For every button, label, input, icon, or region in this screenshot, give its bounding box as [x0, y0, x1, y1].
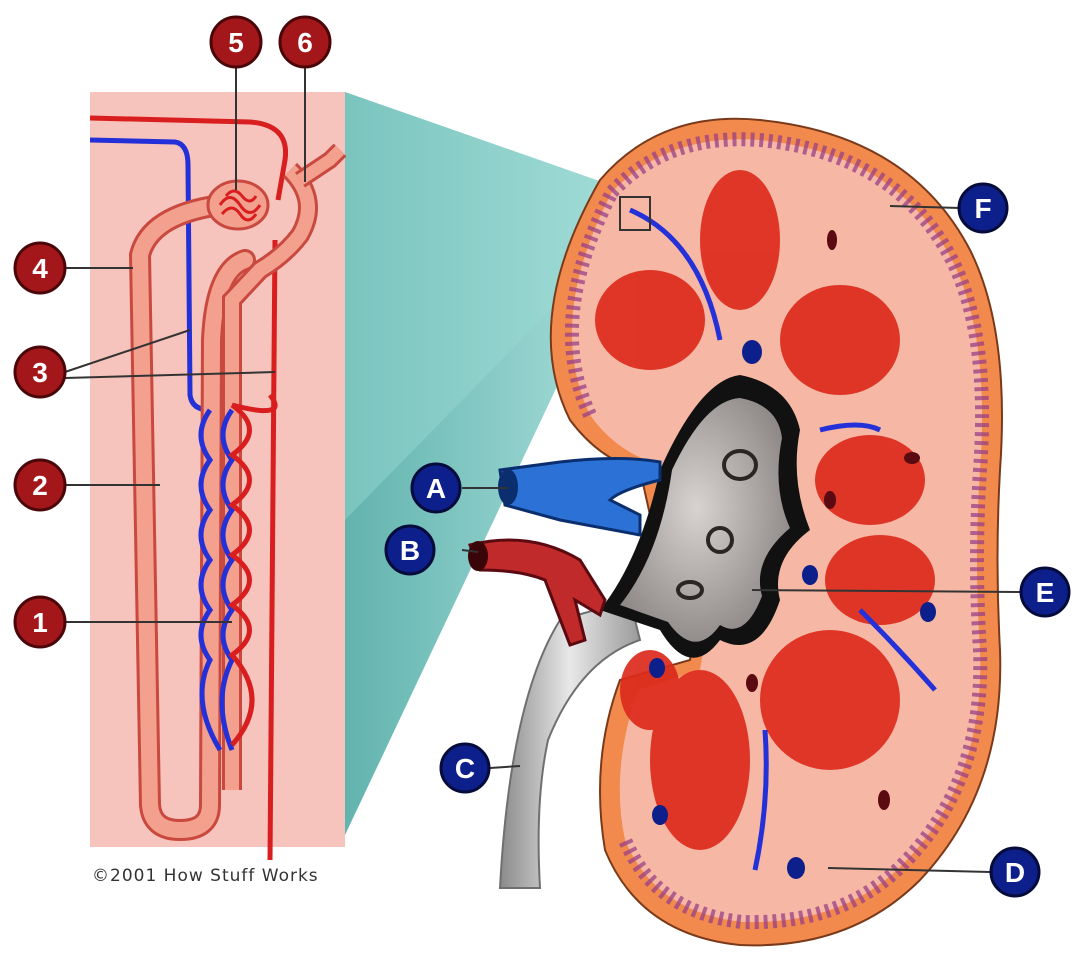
svg-text:E: E [1036, 577, 1055, 608]
marker-6: 6 [280, 17, 330, 67]
svg-text:D: D [1005, 857, 1025, 888]
svg-text:B: B [400, 535, 420, 566]
marker-4: 4 [15, 243, 65, 293]
marker-5: 5 [211, 17, 261, 67]
marker-3: 3 [15, 347, 65, 397]
marker-c: C [441, 744, 489, 792]
marker-a: A [412, 464, 460, 512]
nephron-panel [90, 92, 345, 860]
svg-text:C: C [455, 753, 475, 784]
svg-text:F: F [974, 193, 991, 224]
marker-f: F [959, 184, 1007, 232]
copyright-text: ©2001 How Stuff Works [92, 866, 319, 886]
svg-text:6: 6 [297, 27, 313, 58]
marker-e: E [1021, 568, 1069, 616]
marker-1: 1 [15, 597, 65, 647]
svg-text:3: 3 [32, 357, 48, 388]
renal-vein [498, 459, 660, 536]
marker-b: B [386, 526, 434, 574]
svg-text:5: 5 [228, 27, 244, 58]
svg-text:1: 1 [32, 607, 48, 638]
marker-2: 2 [15, 460, 65, 510]
svg-text:A: A [426, 473, 446, 504]
svg-text:4: 4 [32, 253, 48, 284]
svg-text:2: 2 [32, 470, 48, 501]
marker-d: D [991, 848, 1039, 896]
